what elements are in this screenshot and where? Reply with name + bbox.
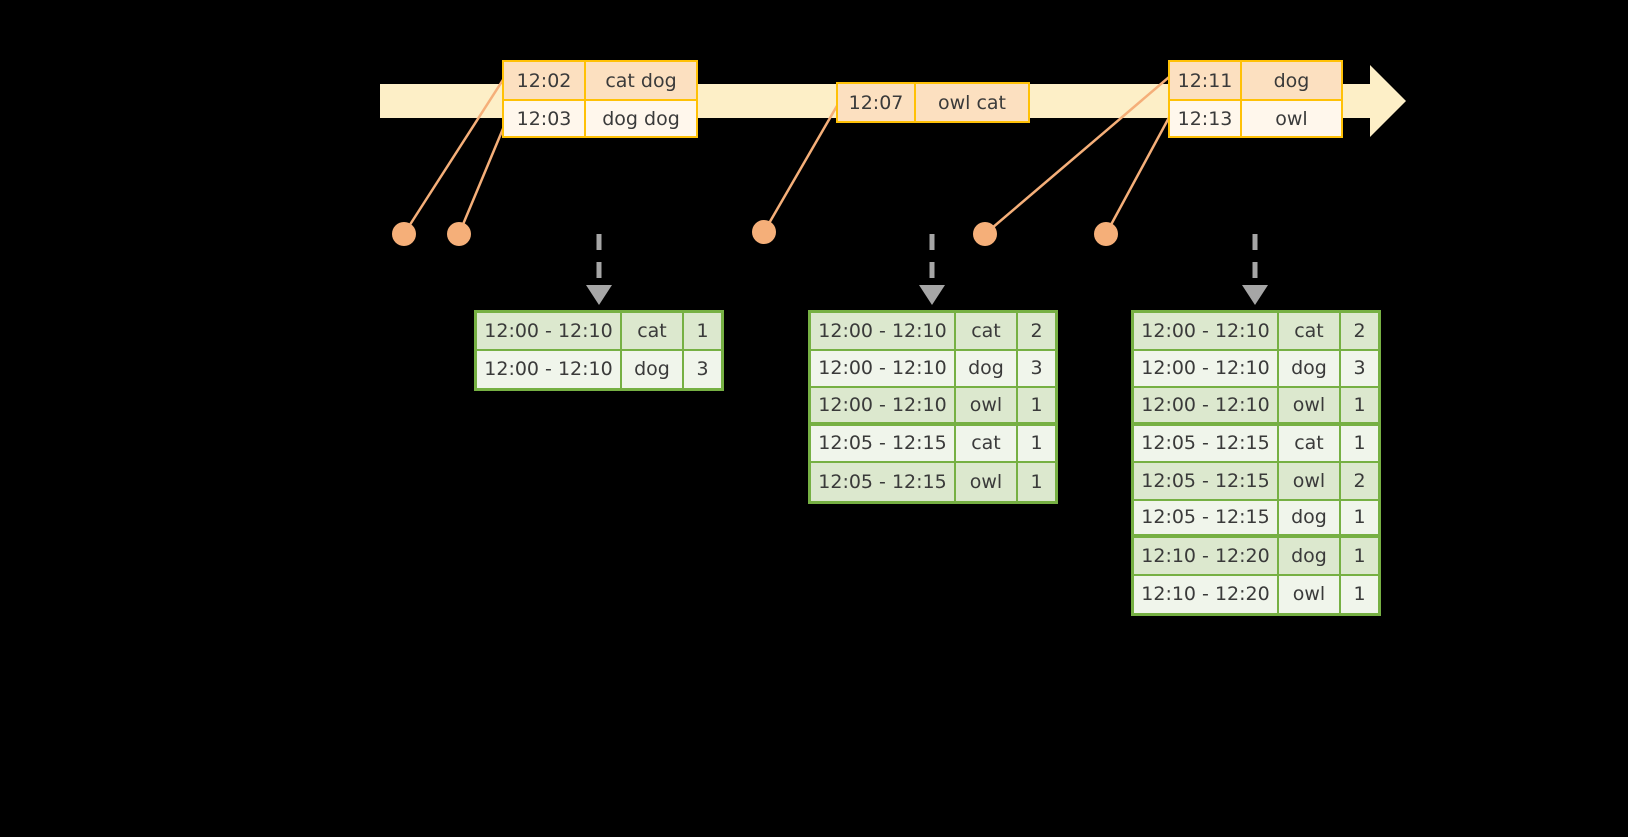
- word-key-cell: owl: [956, 463, 1018, 501]
- window-range-cell: 12:00 - 12:10: [1134, 388, 1279, 422]
- count-cell: 2: [1353, 319, 1366, 342]
- word-key-cell: cat: [1279, 425, 1341, 461]
- event-words: dog dog: [602, 107, 680, 130]
- word-key-cell: cat: [1279, 313, 1341, 349]
- word-key-cell: cat: [956, 425, 1018, 461]
- count-cell: 3: [1030, 357, 1043, 380]
- word-key-cell: dog: [956, 350, 1018, 386]
- count-cell: 2: [1353, 469, 1366, 492]
- word-key-cell: owl: [1279, 575, 1341, 613]
- window-range-cell: 12:00 - 12:10: [811, 388, 956, 422]
- window-range-cell: 12:10 - 12:20: [1134, 575, 1279, 613]
- event-time: 12:07: [838, 84, 916, 121]
- window-range-cell: 12:00 - 12:10: [811, 313, 956, 349]
- count-cell: 1: [1030, 470, 1043, 493]
- event-row[interactable]: 12:07 owl cat: [838, 84, 1028, 121]
- timeline-arrowhead: [1340, 65, 1406, 137]
- window-range-cell: 12:00 - 12:10: [1134, 350, 1279, 386]
- window-range-cell: 12:05 - 12:15: [811, 425, 956, 461]
- word-key-cell: dog: [622, 350, 684, 388]
- dashed-arrow-to-table-2-head: [1242, 285, 1268, 305]
- event-group-3[interactable]: 12:11 dog 12:13 owl: [1168, 60, 1343, 138]
- event-group-2[interactable]: 12:07 owl cat: [836, 82, 1030, 123]
- word-key-cell: cat: [622, 313, 684, 349]
- word-key-cell: cat: [956, 313, 1018, 349]
- event-dot-1211: [973, 222, 997, 246]
- count-cell: 1: [1353, 393, 1366, 416]
- count-cell: 1: [1030, 432, 1043, 455]
- window-range-cell: 12:05 - 12:15: [1134, 463, 1279, 499]
- word-key-cell: owl: [1279, 463, 1341, 499]
- window-range-cell: 12:10 - 12:20: [1134, 538, 1279, 574]
- word-key-cell: owl: [956, 388, 1018, 422]
- window-range-cell: 12:05 - 12:15: [1134, 500, 1279, 534]
- event-time: 12:02: [504, 62, 586, 99]
- count-cell: 1: [696, 319, 709, 342]
- window-range-cell: 12:00 - 12:10: [477, 350, 622, 388]
- window-range-cell: 12:05 - 12:15: [1134, 425, 1279, 461]
- count-cell: 3: [696, 358, 709, 381]
- event-time: 12:03: [504, 101, 586, 136]
- event-words: owl cat: [937, 91, 1007, 114]
- word-key-cell: dog: [1279, 538, 1341, 574]
- count-cell: 2: [1030, 319, 1043, 342]
- word-key-cell: dog: [1279, 500, 1341, 534]
- window-range-cell: 12:00 - 12:10: [477, 313, 622, 349]
- event-words: dog: [1273, 69, 1310, 92]
- connector-1213: [1104, 111, 1174, 235]
- dashed-arrow-to-table-0-head: [586, 285, 612, 305]
- event-time: 12:11: [1170, 62, 1242, 99]
- count-cell: 1: [1353, 432, 1366, 455]
- count-cell: 3: [1353, 357, 1366, 380]
- count-cell: 1: [1030, 393, 1043, 416]
- window-range-cell: 12:00 - 12:10: [1134, 313, 1279, 349]
- window-range-cell: 12:05 - 12:15: [811, 463, 956, 501]
- event-time: 12:13: [1170, 101, 1242, 136]
- word-key-cell: dog: [1279, 350, 1341, 386]
- count-cell: 1: [1353, 544, 1366, 567]
- event-row[interactable]: 12:13 owl: [1170, 99, 1341, 136]
- dashed-arrow-to-table-1-head: [919, 285, 945, 305]
- event-dot-1202: [392, 222, 416, 246]
- event-words: cat dog: [605, 69, 677, 92]
- event-dot-1203: [447, 222, 471, 246]
- count-cell: 1: [1353, 583, 1366, 606]
- window-range-cell: 12:00 - 12:10: [811, 350, 956, 386]
- word-key-cell: owl: [1279, 388, 1341, 422]
- event-row[interactable]: 12:02 cat dog: [504, 62, 696, 99]
- event-words: owl: [1275, 107, 1308, 130]
- event-dot-1207: [752, 220, 776, 244]
- dashed-arrow-group: [586, 234, 1268, 305]
- event-group-1[interactable]: 12:02 cat dog 12:03 dog dog: [502, 60, 698, 138]
- event-row[interactable]: 12:03 dog dog: [504, 99, 696, 136]
- count-cell: 1: [1353, 506, 1366, 529]
- event-row[interactable]: 12:11 dog: [1170, 62, 1341, 99]
- event-dot-1213: [1094, 222, 1118, 246]
